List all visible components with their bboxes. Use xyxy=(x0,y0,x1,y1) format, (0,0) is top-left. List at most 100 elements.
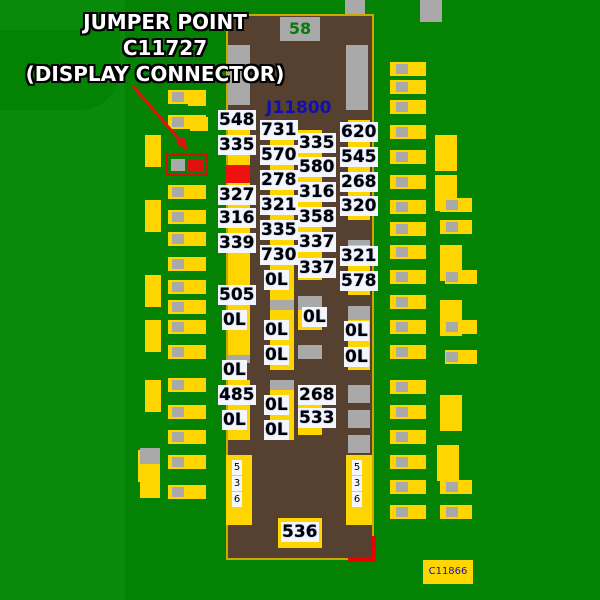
pin-label: 0L xyxy=(264,395,289,415)
pin-label: 730 xyxy=(260,245,298,265)
pin-label: 0L xyxy=(264,320,289,340)
pin-label: 0L xyxy=(264,270,289,290)
pin-label: 316 xyxy=(298,182,336,202)
connector-pin xyxy=(348,410,370,428)
smd-pad xyxy=(396,347,408,357)
smd-pad xyxy=(396,152,408,162)
pin-label: 335 xyxy=(218,135,256,155)
smd-pad xyxy=(396,482,408,492)
vertical-pin-label: 6 xyxy=(352,492,362,507)
smd-pad xyxy=(172,117,184,127)
smd-pad xyxy=(396,272,408,282)
smd-pad xyxy=(396,457,408,467)
smd-pad xyxy=(396,64,408,74)
annotation-line2: C11727 xyxy=(122,36,208,60)
smd-pad xyxy=(172,234,184,244)
smd-pad xyxy=(446,482,458,492)
board-edge xyxy=(0,0,125,600)
smd-pad xyxy=(172,302,184,312)
top-label: 58 xyxy=(280,17,320,41)
pin-label: 0L xyxy=(264,420,289,440)
smd-pad xyxy=(345,0,365,14)
smd-pad xyxy=(396,224,408,234)
pin-label: 0L xyxy=(264,345,289,365)
pin-label: 337 xyxy=(298,232,336,252)
smd-pad xyxy=(396,322,408,332)
vertical-pin-label: 3 xyxy=(352,476,362,491)
smd-pad xyxy=(446,352,458,362)
pin-label: 570 xyxy=(260,145,298,165)
smd-pad xyxy=(396,507,408,517)
connector-pin xyxy=(228,45,250,105)
pin-label: 337 xyxy=(298,258,336,278)
pin-label: 0L xyxy=(344,321,369,341)
pin-label: 268 xyxy=(340,172,378,192)
smd-pad xyxy=(396,82,408,92)
capacitor xyxy=(435,135,457,171)
pin-label: 335 xyxy=(260,220,298,240)
pin-label: 580 xyxy=(298,157,336,177)
pin-label: 268 xyxy=(298,385,336,405)
capacitor xyxy=(145,200,161,232)
pin-label: 731 xyxy=(260,120,298,140)
connector-pin xyxy=(348,385,370,403)
smd-pad xyxy=(172,92,184,102)
smd-pad xyxy=(446,222,458,232)
pin-label: 321 xyxy=(260,195,298,215)
pin-label: 505 xyxy=(218,285,256,305)
vertical-pin-label: 5 xyxy=(232,460,242,475)
pin-label: 358 xyxy=(298,207,336,227)
smd-pad xyxy=(396,102,408,112)
pin-label: 578 xyxy=(340,271,378,291)
connector-pin xyxy=(298,130,322,280)
jumper-highlight-box xyxy=(166,154,208,176)
smd-pad xyxy=(396,297,408,307)
red-pad xyxy=(226,165,250,183)
pin-label: 548 xyxy=(218,110,256,130)
smd-pad xyxy=(172,347,184,357)
connector-pin xyxy=(348,120,370,220)
bottom-label: 536 xyxy=(281,522,319,542)
smd-pad xyxy=(396,432,408,442)
capacitor xyxy=(440,395,462,431)
pin-label: 320 xyxy=(340,196,378,216)
smd-pad xyxy=(172,187,184,197)
smd-pad xyxy=(396,177,408,187)
connector-pin xyxy=(346,45,368,110)
pin-label: 545 xyxy=(340,147,378,167)
smd-pad xyxy=(172,259,184,269)
smd-pad xyxy=(446,507,458,517)
capacitor xyxy=(145,275,161,307)
smd-pad xyxy=(172,432,184,442)
capacitor xyxy=(145,380,161,412)
vertical-pin-label: 3 xyxy=(232,476,242,491)
pin-label: 0L xyxy=(222,310,247,330)
pin-label: 316 xyxy=(218,208,256,228)
pin-label: 0L xyxy=(344,347,369,367)
pin-label: 620 xyxy=(340,122,378,142)
connector-pin xyxy=(298,296,322,310)
annotation-line1: JUMPER POINT xyxy=(83,10,247,34)
smd-pad xyxy=(396,127,408,137)
smd-pad xyxy=(420,0,442,22)
smd-pad xyxy=(446,322,458,332)
smd-pad xyxy=(396,382,408,392)
smd-pad xyxy=(172,282,184,292)
smd-pad xyxy=(172,407,184,417)
smd-pad xyxy=(172,380,184,390)
c11866-component: C11866 xyxy=(423,560,473,584)
connector-pin xyxy=(348,435,370,453)
capacitor xyxy=(437,445,459,481)
pin-label: 533 xyxy=(298,408,336,428)
pin-label: 321 xyxy=(340,246,378,266)
capacitor xyxy=(145,135,161,167)
smd-pad xyxy=(446,200,458,210)
connector-pin xyxy=(298,345,322,359)
smd-pad xyxy=(172,322,184,332)
smd-pad xyxy=(446,272,458,282)
smd-pad xyxy=(172,487,184,497)
pin-label: 485 xyxy=(218,385,256,405)
pin-label: 335 xyxy=(298,133,336,153)
